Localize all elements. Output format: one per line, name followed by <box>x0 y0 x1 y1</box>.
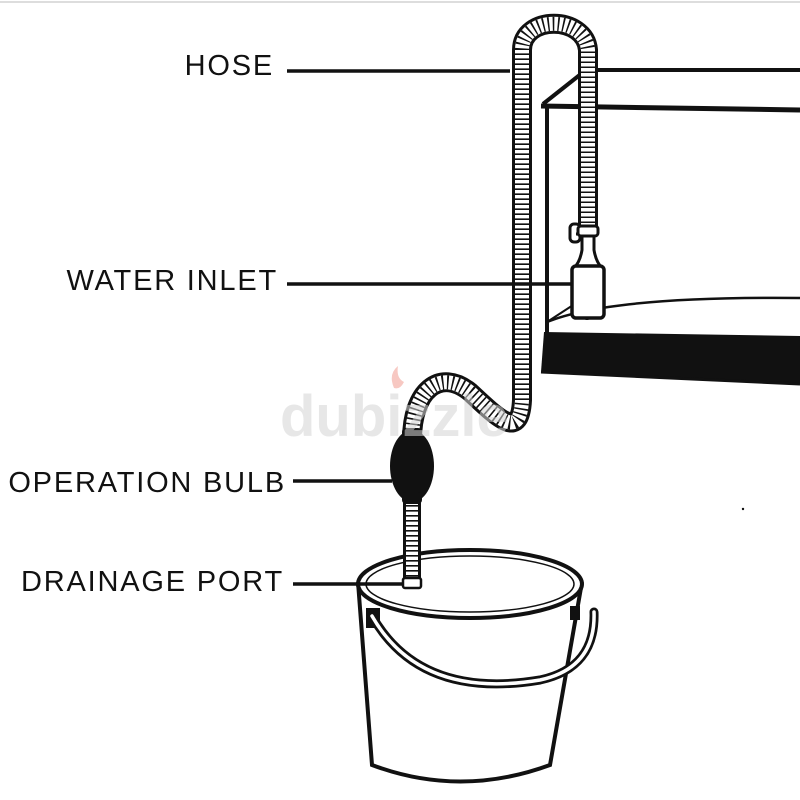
dubizzle-watermark: dubizzle <box>280 366 509 449</box>
hose-label: HOSE <box>185 50 274 82</box>
watermark-flame-icon <box>391 366 404 389</box>
operation-bulb <box>390 428 434 504</box>
operation-bulb-label: OPERATION BULB <box>8 467 286 499</box>
callout-labels: HOSE WATER INLET OPERATION BULB DRAINAGE… <box>8 50 286 598</box>
speck-mark <box>741 507 745 511</box>
aquarium-tank <box>540 68 800 386</box>
water-inlet-label: WATER INLET <box>66 265 278 297</box>
siphon-hose <box>402 13 598 584</box>
watermark-wordmark: dubizzle <box>280 384 509 449</box>
drainage-port <box>401 576 423 590</box>
drainage-port-label: DRAINAGE PORT <box>21 566 284 598</box>
water-inlet-tube <box>568 222 606 320</box>
leader-lines <box>287 69 572 586</box>
